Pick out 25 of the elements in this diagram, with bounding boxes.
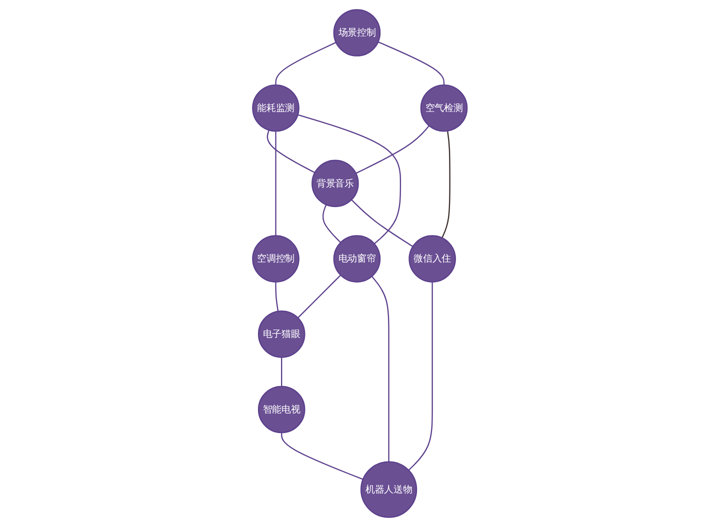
connector (281, 432, 364, 480)
connector (266, 130, 316, 174)
node-circle: 电子猫眼 (258, 310, 306, 358)
connector (442, 130, 451, 238)
connector (275, 42, 336, 86)
connector (298, 274, 342, 318)
connector (322, 204, 342, 243)
connector (356, 125, 430, 174)
node-circle: 背景音乐 (312, 160, 359, 208)
connector (372, 276, 390, 462)
node-circle: 能耗监测 (252, 84, 300, 132)
connector (275, 131, 276, 236)
node-circle: 场景控制 (333, 9, 381, 56)
node-circle: 电动窗帘 (333, 235, 381, 282)
node-circle: 智能电视 (258, 386, 306, 434)
connector (351, 199, 414, 247)
connector (408, 282, 433, 471)
node-circle: 空调控制 (252, 235, 300, 282)
node-circle: 机器人送物 (360, 461, 418, 518)
node-circle: 空气检测 (420, 84, 468, 132)
node-circle: 微信入住 (408, 235, 456, 282)
connector (378, 41, 445, 86)
connector (298, 114, 402, 244)
connector (275, 282, 279, 312)
connector (281, 357, 282, 386)
